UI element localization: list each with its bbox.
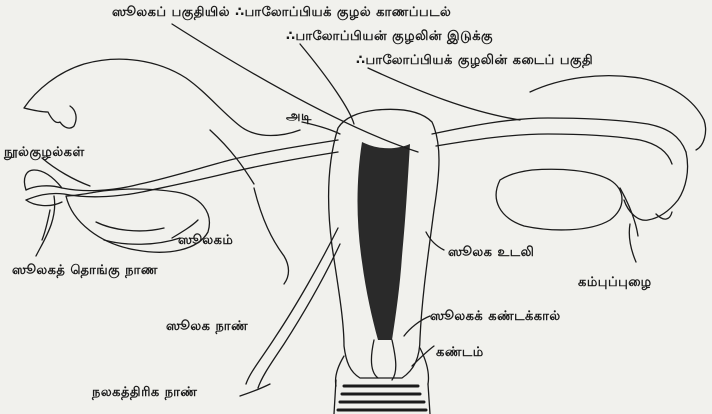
label-cervix: கண்டம் <box>436 346 484 359</box>
right-fallopian-tube <box>432 118 686 152</box>
label-tubes: நூல்குழல்கள் <box>4 146 85 159</box>
round-ligament-left-inner <box>258 244 340 388</box>
label-top-3: ∴பாலோப்பியக் குழலின் கடைப் பகுதி <box>356 54 593 67</box>
label-ovary: ஸூலகம் <box>178 234 233 247</box>
left-ovary-lobes <box>96 222 180 244</box>
right-fallopian-tube-lower <box>436 134 672 164</box>
leader-round-ligament <box>240 384 270 396</box>
leader-cervix <box>412 346 434 366</box>
label-round-ligament: நலகத்திரிக நாண் <box>92 386 197 399</box>
label-uterine-ligament: ஸூலக நாண் <box>166 320 248 333</box>
label-top-2: ∴பாலோப்பியன் குழலின் இடுக்கு <box>286 30 493 43</box>
vaginal-hatch <box>338 386 426 410</box>
leader-top-3 <box>368 68 520 120</box>
right-upper-loop <box>530 76 706 150</box>
round-ligament-left <box>246 228 338 384</box>
label-isthmus: ஸூலகக் கண்டக்கால் <box>430 310 561 323</box>
label-top-1: ஸூலகப் பகுதியில் ∴பாலோப்பியக் குழல் காணப… <box>112 6 451 19</box>
leader-isthmus <box>404 316 430 336</box>
label-fundus: அடி <box>286 110 312 123</box>
label-uterine-body: ஸூலக உடலி <box>448 246 534 259</box>
label-ovarian-ligament: ஸூலகத் தொங்கு நாண <box>12 264 158 277</box>
left-fimbriae <box>24 59 300 135</box>
leader-fimbria <box>629 224 636 262</box>
uterine-ligament-line <box>254 188 289 284</box>
right-ovary <box>496 169 622 230</box>
leader-tubes <box>42 158 90 186</box>
cervical-canal <box>371 340 395 380</box>
label-fimbria: கம்புப்புழை <box>578 276 652 289</box>
uterine-cavity <box>358 142 411 340</box>
right-fimbriae <box>624 152 688 220</box>
